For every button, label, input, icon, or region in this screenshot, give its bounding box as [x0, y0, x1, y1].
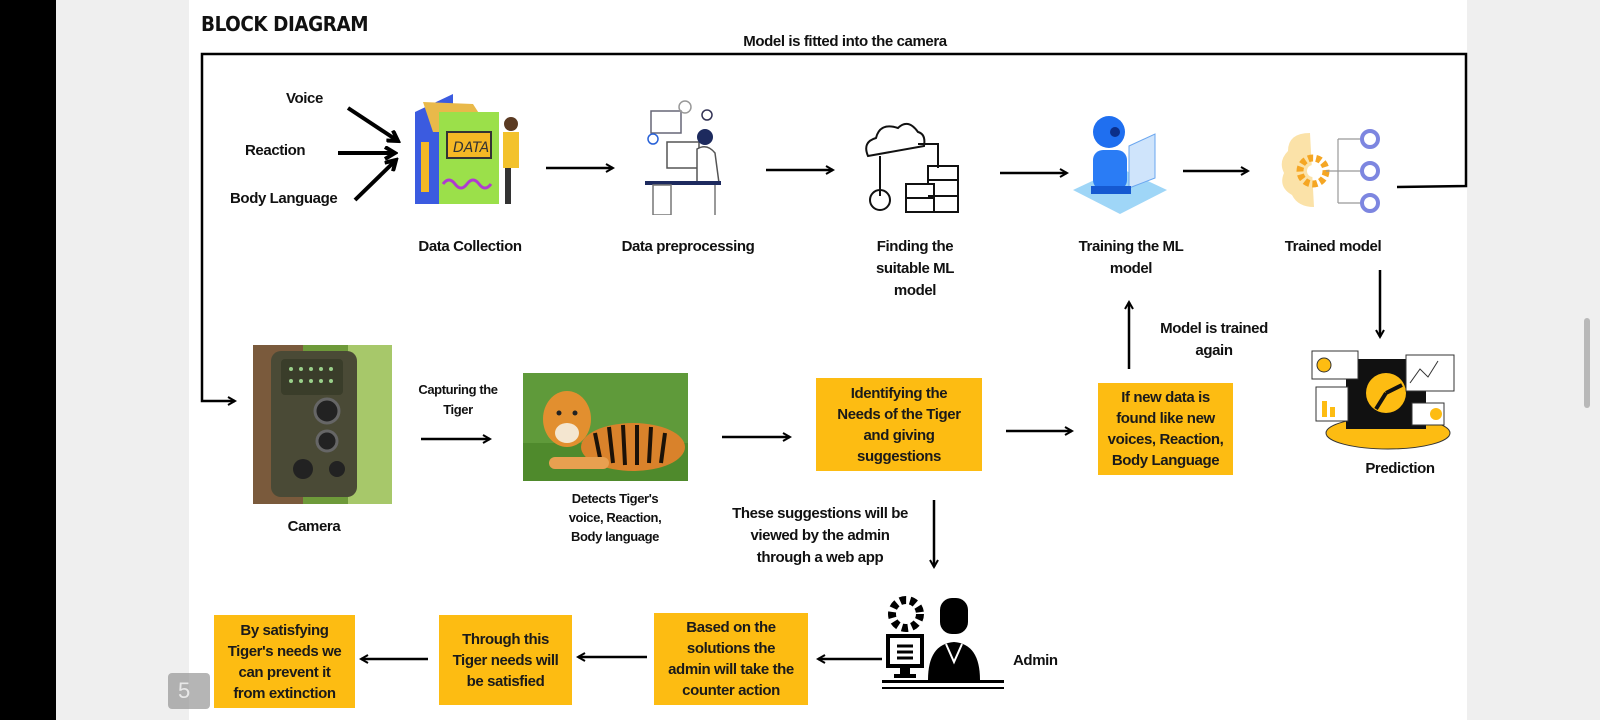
label-suggestions-viewed: These suggestions will be viewed by the … [732, 505, 908, 566]
box-counter-action-text: Based on the solutions the admin will ta… [668, 619, 794, 699]
data-book-icon: DATA [415, 94, 519, 204]
prediction-dashboard-icon [1311, 350, 1455, 450]
scrollbar[interactable] [1584, 318, 1590, 408]
label-trained-model: Trained model [1284, 238, 1382, 255]
diagram-title: BLOCK DIAGRAM [201, 12, 369, 36]
data-analyst-icon [645, 100, 721, 215]
cloud-database-icon [865, 122, 959, 213]
page-number-badge: 5 [168, 673, 210, 709]
label-data-preprocessing: Data preprocessing [621, 238, 755, 255]
label-retrain: Model is trained again [1160, 320, 1268, 359]
box-new-data: If new data is found like new voices, Re… [1098, 383, 1233, 475]
label-finding-model: Finding the suitable ML model [875, 238, 955, 299]
loop-label: Model is fitted into the camera [743, 33, 947, 50]
box-identifying-needs-text: Identifying the Needs of the Tiger and g… [837, 384, 961, 465]
admin-icon [882, 596, 1004, 689]
box-new-data-text: If new data is found like new voices, Re… [1107, 389, 1224, 469]
tiger-photo [523, 373, 688, 481]
box-prevent-extinction-text: By satisfying Tiger's needs we can preve… [227, 621, 342, 702]
box-needs-satisfied-text: Through this Tiger needs will be satisfi… [452, 630, 559, 690]
label-training-model: Training the ML model [1078, 238, 1184, 277]
box-prevent-extinction: By satisfying Tiger's needs we can preve… [214, 615, 355, 708]
box-needs-satisfied: Through this Tiger needs will be satisfi… [439, 615, 572, 705]
voice-arrow [346, 106, 398, 141]
loop-line [200, 52, 1468, 401]
input-voice: Voice [286, 90, 323, 107]
label-prediction: Prediction [1365, 460, 1435, 477]
box-identifying-needs: Identifying the Needs of the Tiger and g… [816, 378, 982, 471]
label-detects: Detects Tiger's voice, Reaction, Body la… [568, 491, 662, 544]
slide-page [189, 0, 1467, 720]
label-camera: Camera [287, 518, 341, 535]
svg-text:DATA: DATA [453, 140, 489, 156]
body-language-arrow [353, 160, 396, 202]
brain-gears-icon [1281, 129, 1380, 213]
box-counter-action: Based on the solutions the admin will ta… [654, 613, 808, 705]
robot-icon [1073, 116, 1167, 214]
label-capturing: Capturing the Tiger [418, 382, 498, 417]
camera-photo [253, 345, 392, 504]
label-admin: Admin [1013, 652, 1058, 669]
left-black-bar [0, 0, 56, 720]
input-body-language: Body Language [230, 190, 338, 207]
label-data-collection: Data Collection [418, 238, 522, 255]
input-reaction: Reaction [245, 142, 306, 159]
